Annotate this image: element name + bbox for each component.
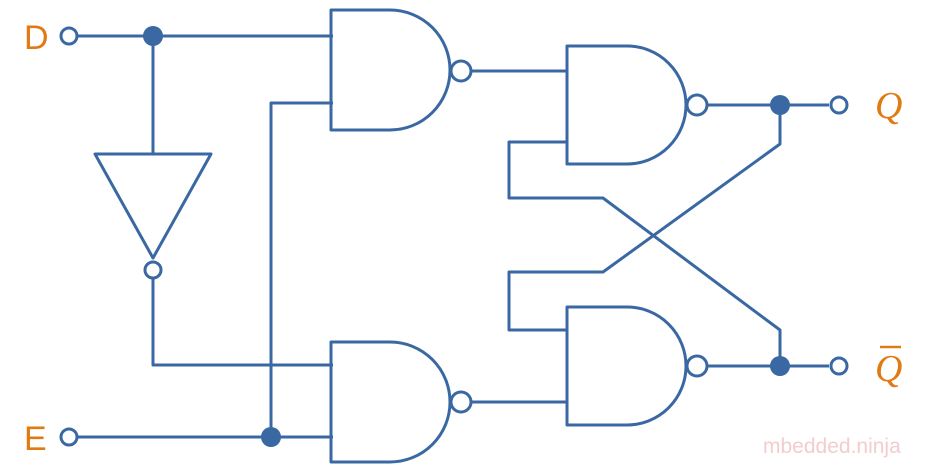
wire-q-feedback-to-gate4 [507,105,782,332]
not-gate [93,152,333,367]
not-gate-body [93,152,213,260]
junction-d [143,26,163,46]
nand-gate-1-body [329,8,452,132]
label-q: Q [875,85,902,127]
label-e: E [24,420,47,458]
nand-gate-3 [565,44,829,166]
nand-gate-4-output-bubble [685,354,709,378]
nand-gate-3-body [565,44,688,166]
nand-gate-1 [329,8,567,132]
nand-gate-2-output-bubble [449,390,473,414]
input-d-wiring [78,26,333,154]
nand-gate-4 [565,305,829,427]
not-gate-output-bubble [143,260,163,280]
terminal-d [59,26,79,46]
terminal-e [59,427,79,447]
terminal-q [829,95,849,115]
label-q-bar: Q [875,348,902,390]
label-d: D [24,19,49,57]
nand-gate-3-output-bubble [685,93,709,117]
nand-gate-2 [329,340,567,464]
terminals [59,26,849,447]
terminal-qbar [829,356,849,376]
wire-qbar-feedback-to-gate3 [507,140,782,366]
nand-gate-2-body [329,340,452,464]
nand-gate-4-body [565,305,688,427]
input-e-wiring [78,101,333,447]
feedback-wiring [507,105,782,366]
wire-inverter-to-gate2 [151,279,333,367]
wire-e-to-gate1 [269,101,333,437]
watermark: mbedded.ninja [763,435,901,458]
nand-gate-1-output-bubble [449,59,473,83]
junction-e [261,427,281,447]
